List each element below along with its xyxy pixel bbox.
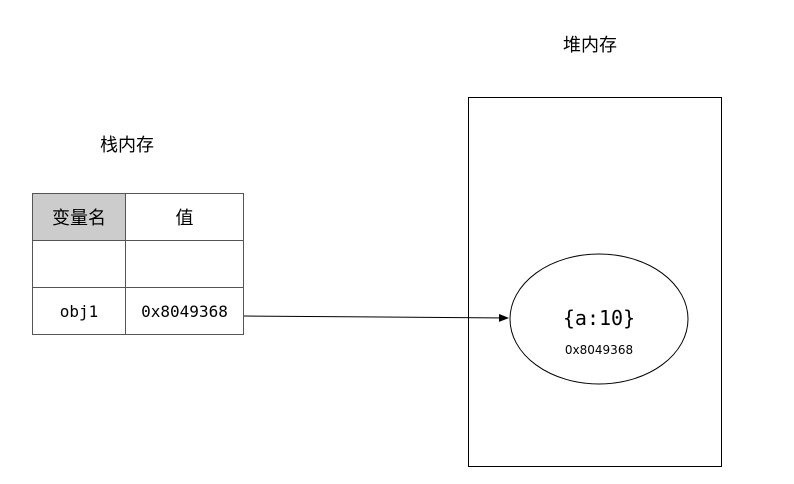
cell-variable-value: 0x8049368 <box>125 287 244 335</box>
heap-memory-title: 堆内存 <box>563 35 617 56</box>
reference-arrow <box>243 313 509 322</box>
heap-object-address: 0x8049368 <box>564 343 634 357</box>
cell-variable-name: obj1 <box>32 287 126 335</box>
table-header-row: 变量名 值 <box>32 193 244 241</box>
table-row: obj1 0x8049368 <box>32 287 244 335</box>
heap-object-literal: {a:10} <box>562 306 636 330</box>
stack-memory-title: 栈内存 <box>100 135 154 156</box>
heap-memory-region <box>468 97 722 467</box>
header-value: 值 <box>125 193 244 241</box>
stack-variable-table: 变量名 值 obj1 0x8049368 <box>32 193 244 335</box>
heap-object-ellipse <box>509 253 689 385</box>
